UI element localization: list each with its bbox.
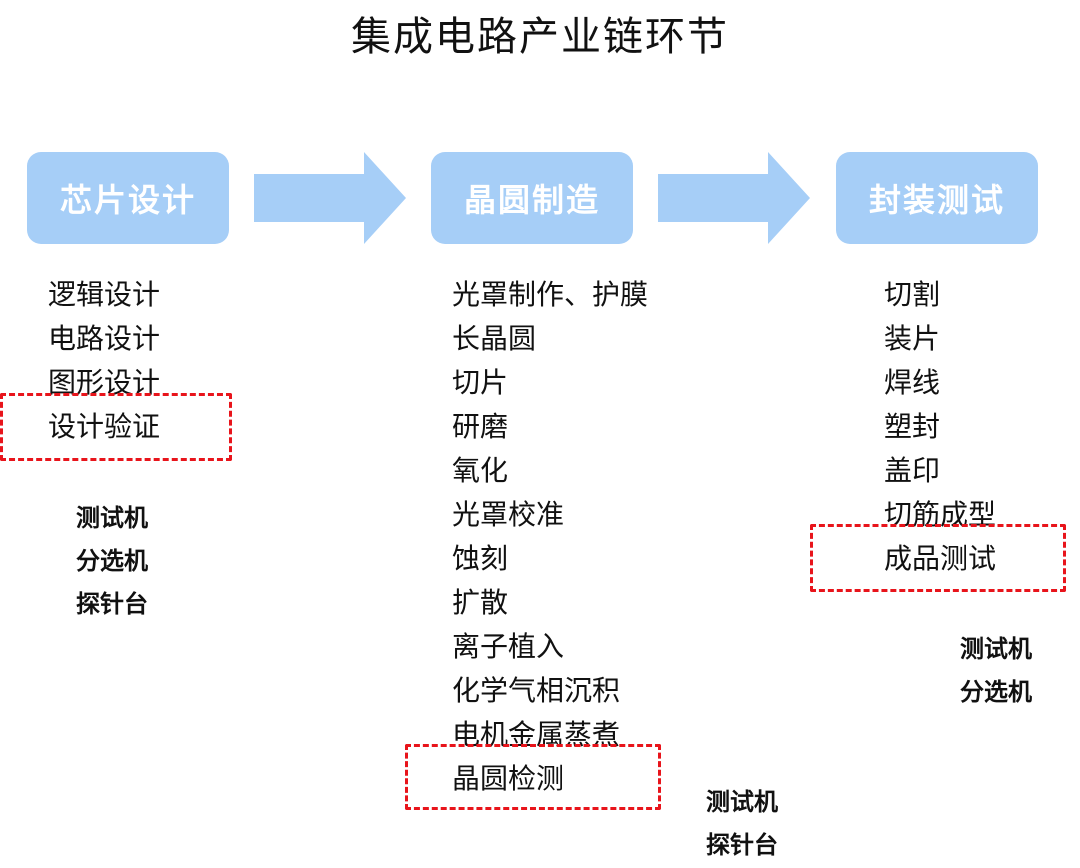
step-item: 切片 xyxy=(452,366,509,399)
page-title: 集成电路产业链环节 xyxy=(351,14,729,60)
equipment-item: 分选机 xyxy=(960,677,1032,706)
right-arrow-icon xyxy=(254,152,406,244)
packaging-test-steps: 切割 装片 焊线 塑封 盖印 切筋成型 成品测试 xyxy=(884,273,996,581)
step-item: 成品测试 xyxy=(884,542,997,575)
chip-design-equipment: 测试机 分选机 探针台 xyxy=(76,496,148,625)
stage-wafer-fab: 晶圆制造 xyxy=(431,152,633,244)
step-item: 扩散 xyxy=(452,586,509,619)
step-item: 长晶圆 xyxy=(452,322,537,355)
step-item: 焊线 xyxy=(884,366,941,399)
equipment-item: 测试机 xyxy=(960,634,1032,663)
chip-design-steps: 逻辑设计 电路设计 图形设计 设计验证 xyxy=(48,273,160,449)
wafer-fab-steps: 光罩制作、护膜 长晶圆 切片 研磨 氧化 光罩校准 蚀刻 扩散 离子植入 化学气… xyxy=(452,273,648,801)
step-item: 蚀刻 xyxy=(452,542,509,575)
step-item: 塑封 xyxy=(884,410,941,443)
wafer-fab-equipment: 测试机 探针台 xyxy=(706,780,778,866)
step-item: 氧化 xyxy=(452,454,509,487)
stage-packaging-test: 封装测试 xyxy=(836,152,1038,244)
step-item: 光罩校准 xyxy=(452,498,565,531)
highlight-box-final-test xyxy=(810,524,1066,592)
highlight-box-design-verification xyxy=(0,393,232,461)
step-item: 研磨 xyxy=(452,410,509,443)
equipment-item: 探针台 xyxy=(76,589,148,618)
step-item: 化学气相沉积 xyxy=(452,674,621,707)
step-item: 离子植入 xyxy=(452,630,565,663)
stage-chip-design: 芯片设计 xyxy=(27,152,229,244)
right-arrow-icon xyxy=(658,152,810,244)
step-item: 设计验证 xyxy=(48,410,161,443)
step-item: 装片 xyxy=(884,322,941,355)
equipment-item: 测试机 xyxy=(76,503,148,532)
equipment-item: 探针台 xyxy=(706,830,778,859)
equipment-item: 分选机 xyxy=(76,546,148,575)
step-item: 逻辑设计 xyxy=(48,278,161,311)
step-item: 切割 xyxy=(884,278,941,311)
step-item: 盖印 xyxy=(884,454,941,487)
highlight-box-wafer-inspection xyxy=(405,744,661,810)
step-item: 电路设计 xyxy=(48,322,161,355)
packaging-test-equipment: 测试机 分选机 xyxy=(960,627,1032,713)
step-item: 光罩制作、护膜 xyxy=(452,278,649,311)
step-item: 晶圆检测 xyxy=(452,762,565,795)
equipment-item: 测试机 xyxy=(706,787,778,816)
